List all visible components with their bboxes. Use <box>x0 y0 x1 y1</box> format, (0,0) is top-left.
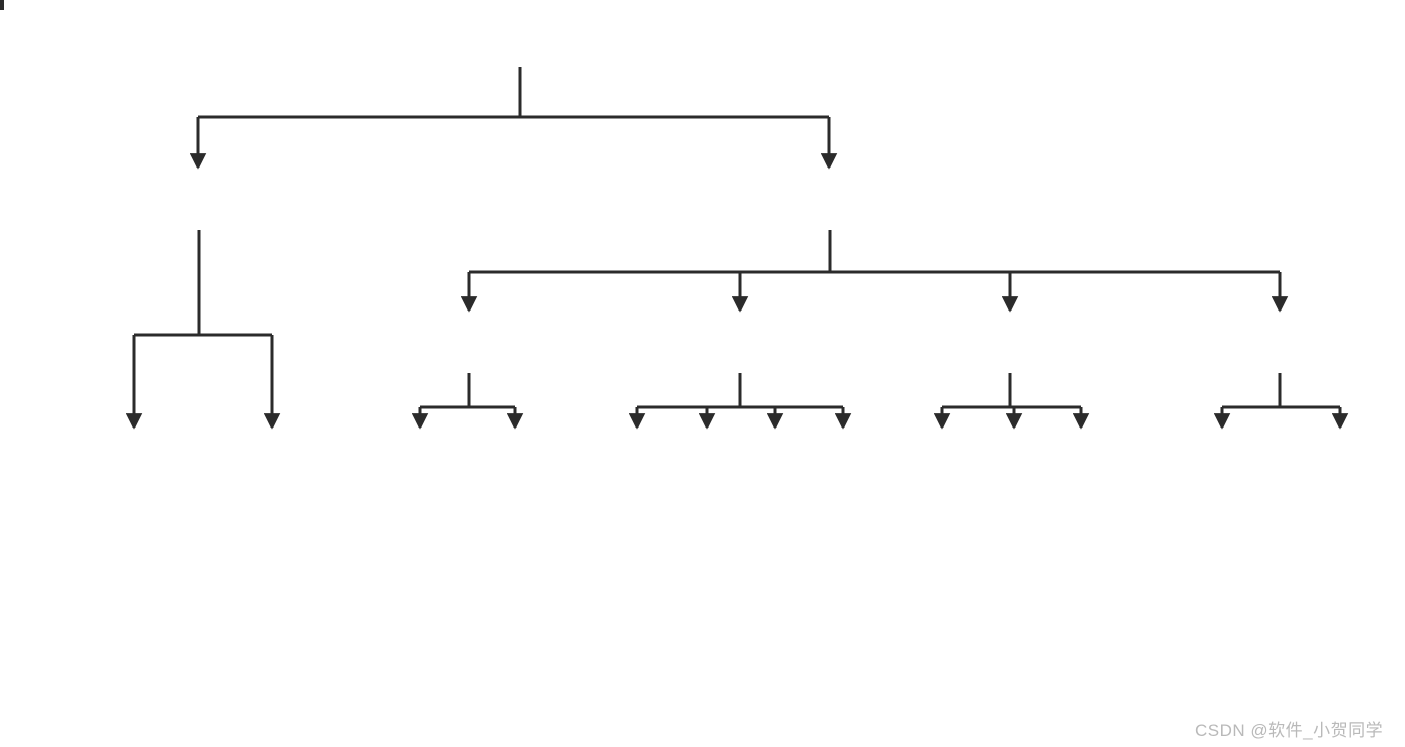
node-leaf-query-borrow-record[interactable] <box>0 0 4 10</box>
csdn-watermark: CSDN @软件_小贺同学 <box>1195 721 1384 740</box>
